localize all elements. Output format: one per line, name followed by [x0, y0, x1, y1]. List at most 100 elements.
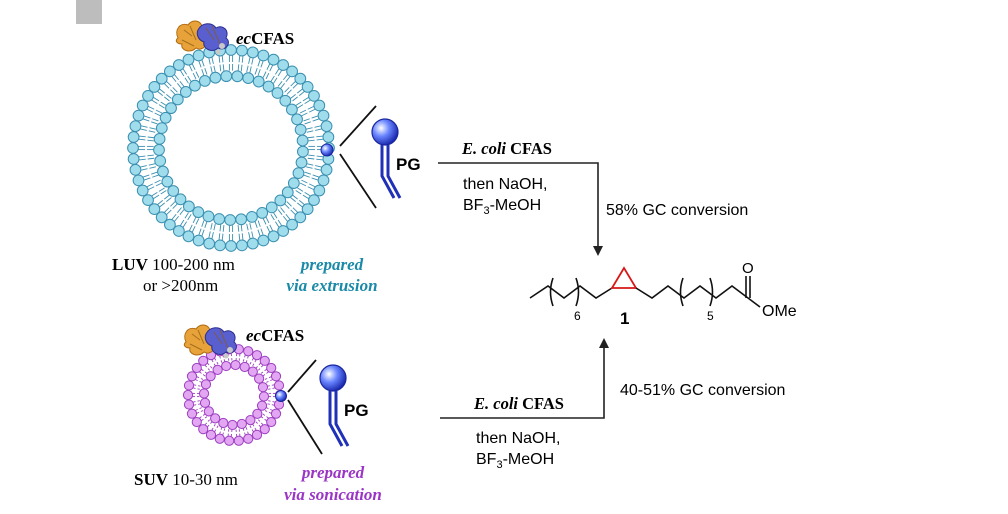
lipid-tail — [196, 411, 200, 414]
lipid-tail — [210, 66, 213, 73]
lipid-tail — [258, 362, 261, 366]
lipid-tail — [172, 203, 178, 209]
lipid-tail — [306, 130, 314, 133]
lipid-tail — [303, 118, 310, 122]
lipid-head — [267, 230, 280, 243]
lipid-tail — [218, 233, 221, 240]
lipid-head — [294, 211, 307, 224]
luv-inner-leaflet — [153, 70, 309, 226]
lipid-head — [129, 163, 142, 176]
lipid-head — [308, 194, 320, 207]
bottom-conditions-line1: then NaOH, — [476, 430, 560, 447]
lipid-tail — [147, 139, 154, 142]
lipid-tail — [264, 369, 267, 372]
lipid-tail — [286, 201, 292, 207]
lipid-head — [292, 167, 305, 180]
lipid-tail — [307, 157, 315, 160]
lipid-tail — [143, 115, 151, 119]
lipid-head — [257, 382, 269, 393]
lipid-tail — [201, 229, 205, 237]
lipid-tail — [308, 183, 316, 188]
lipid-tail — [275, 68, 280, 75]
lipid-head — [286, 65, 299, 78]
lipid-tail — [252, 363, 255, 367]
lipid-head — [274, 194, 287, 207]
lipid-tail — [157, 91, 164, 96]
lipid-tail — [191, 63, 196, 71]
lipid-tail — [316, 138, 324, 141]
lipid-tail — [314, 125, 322, 128]
lipid-head — [154, 154, 167, 167]
lipid-head — [246, 237, 259, 250]
lipid-head — [136, 99, 149, 112]
lipid-tail — [304, 192, 311, 197]
lipid-tail — [201, 369, 204, 372]
lipid-tail — [311, 115, 319, 119]
lipid-tail — [153, 96, 160, 102]
lipid-tail — [249, 361, 252, 365]
top-conversion-label: 58% GC conversion — [606, 202, 748, 219]
lipid-head — [182, 53, 195, 66]
lipid-tail — [266, 225, 271, 233]
lipid-head — [142, 89, 154, 102]
lipid-tail — [211, 57, 214, 64]
lipid-tail — [304, 171, 311, 175]
lipid-tail — [218, 56, 221, 63]
lipid-head — [235, 213, 248, 226]
lipid-tail — [299, 109, 307, 114]
lipid-tail — [204, 422, 208, 425]
lipid-tail — [296, 88, 303, 94]
lipid-tail — [251, 231, 254, 239]
enzyme-icon — [183, 324, 237, 359]
lipid-tail — [182, 68, 187, 75]
lipid-tail — [284, 203, 290, 209]
lipid-head — [155, 211, 168, 224]
lipid-head — [205, 429, 217, 440]
lipid-tail — [199, 371, 202, 374]
lipid-tail — [153, 194, 160, 200]
lipid-head — [183, 399, 195, 410]
lipid-tail — [146, 183, 154, 188]
lipid-tail — [246, 223, 249, 231]
luv-size-label-line2: or >200nm — [143, 276, 218, 295]
lipid-tail — [245, 427, 248, 430]
lipid-head — [262, 80, 275, 93]
lipid-head — [182, 200, 195, 213]
lipid-tail — [216, 361, 219, 365]
lipid-tail — [164, 207, 170, 213]
lipid-tail — [192, 216, 197, 224]
right-repeat-bracket-close — [709, 277, 714, 307]
lipid-head — [136, 184, 149, 197]
lipid-head — [142, 194, 154, 207]
lipid-tail — [295, 190, 302, 195]
lipid-tail — [140, 128, 147, 131]
lipid-head — [246, 210, 258, 223]
lipid-tail — [284, 87, 290, 93]
lipid-tail — [147, 154, 154, 157]
lipid-head — [192, 234, 205, 247]
lipid-tail — [251, 358, 254, 361]
suv-pg-head — [275, 390, 287, 402]
lipid-head — [192, 206, 205, 219]
lipid-head — [258, 391, 270, 402]
suv-inner-leaflet — [198, 359, 270, 431]
lipid-tail — [166, 197, 172, 202]
lipid-head — [285, 103, 298, 116]
lipid-tail — [283, 215, 288, 222]
lipid-head — [189, 79, 201, 92]
lipid-tail — [268, 411, 272, 414]
lipid-head — [265, 201, 278, 214]
lipid-tail — [290, 94, 296, 99]
lipid-head — [153, 144, 165, 156]
corner-square — [76, 0, 102, 24]
lipid-tail — [260, 365, 264, 368]
lipid-tail — [159, 88, 166, 94]
lipid-tail — [201, 69, 205, 76]
lipid-tail — [244, 432, 246, 436]
lipid-tail — [254, 221, 258, 228]
lipid-tail — [207, 368, 210, 371]
lipid-head — [183, 380, 195, 391]
lipid-head — [271, 87, 284, 99]
lipid-head — [313, 99, 326, 112]
